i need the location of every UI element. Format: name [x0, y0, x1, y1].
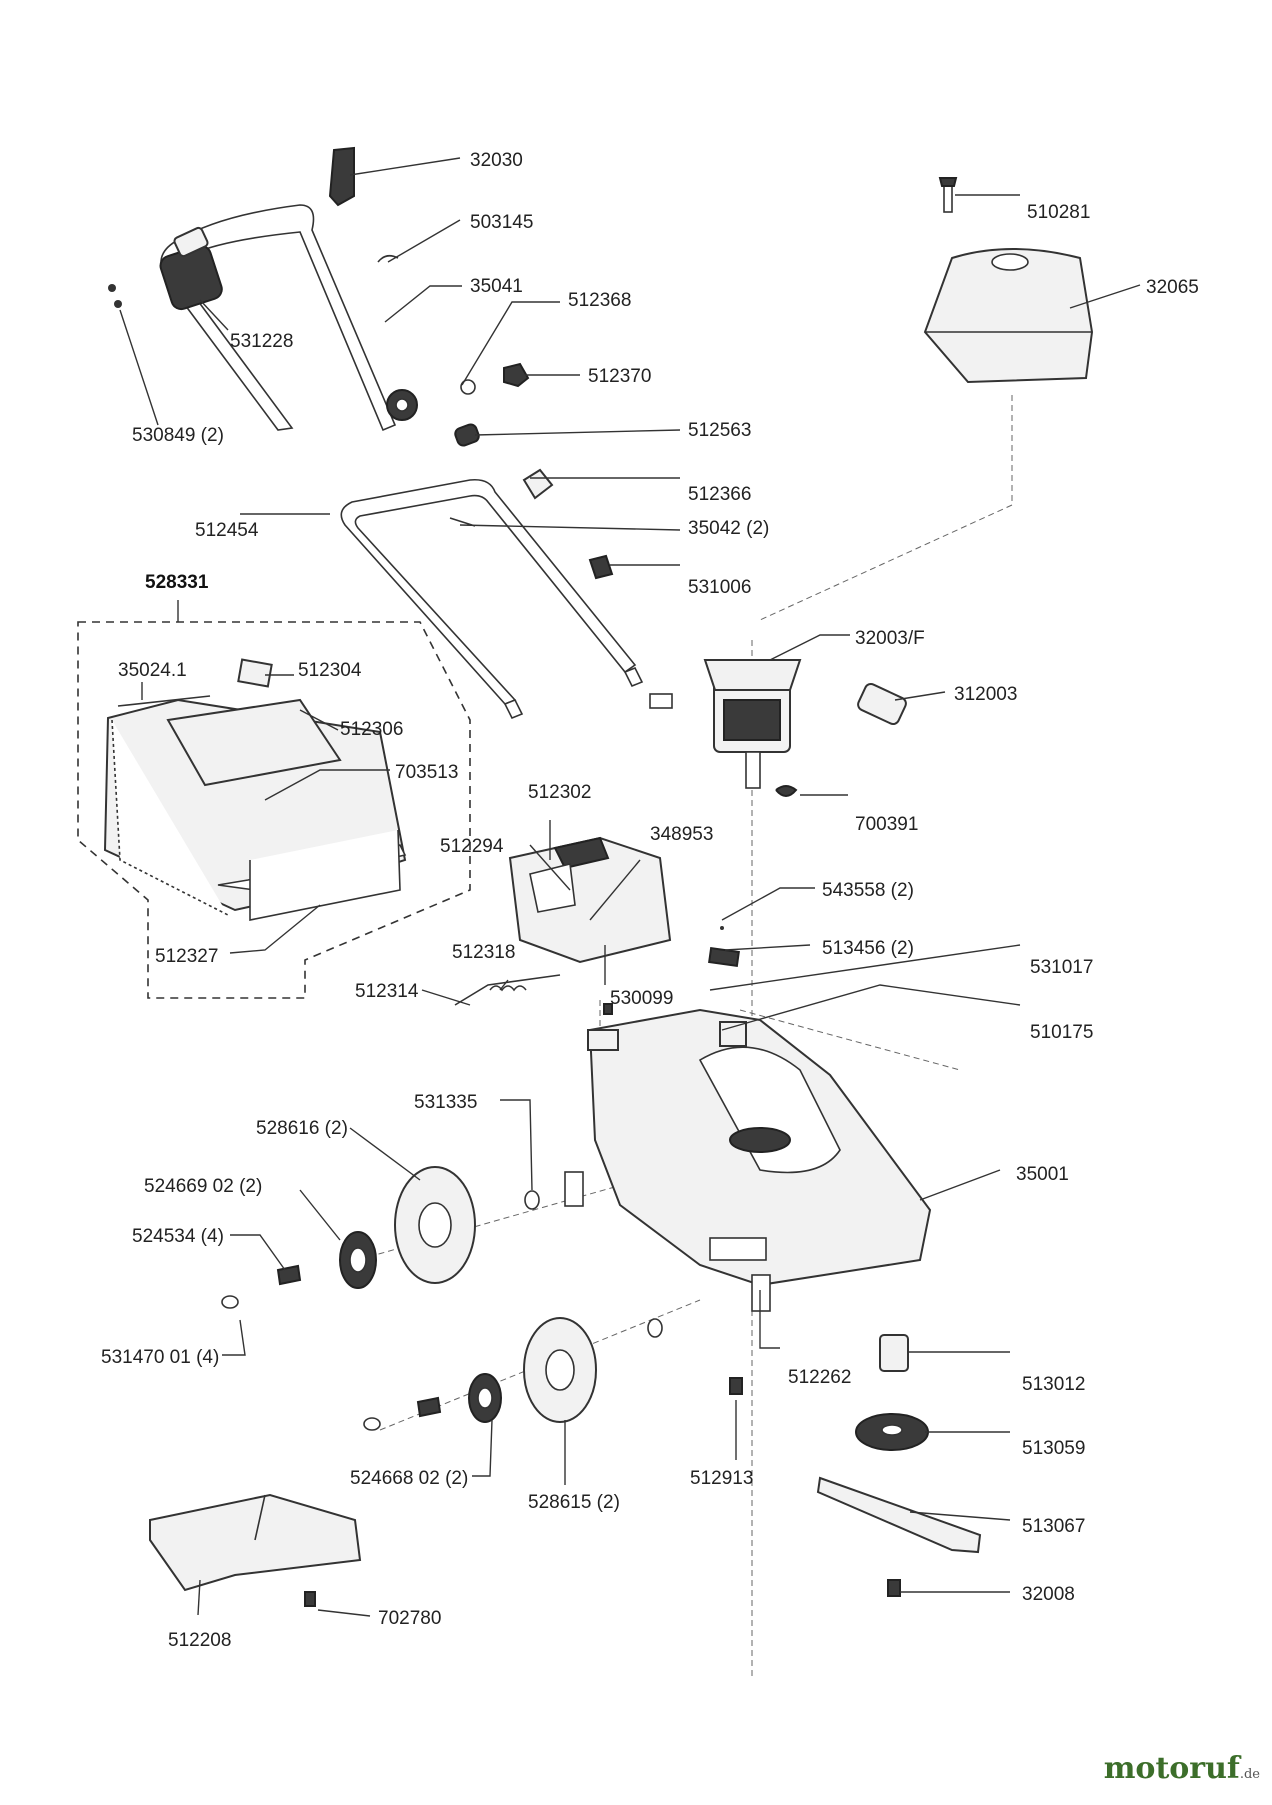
- label-512454: 512454: [195, 520, 259, 541]
- blade-assembly: [729, 1334, 982, 1597]
- label-528616: 528616 (2): [256, 1118, 348, 1139]
- label-702780: 702780: [378, 1608, 441, 1629]
- flap-screw: [304, 1591, 316, 1607]
- label-512314: 512314: [355, 981, 419, 1002]
- label-512368: 512368: [568, 290, 631, 311]
- connector: [649, 693, 673, 709]
- label-35001: 35001: [1016, 1164, 1069, 1185]
- label-510175: 510175: [1030, 1022, 1093, 1043]
- watermark-logo: motoruf.de: [1104, 1751, 1260, 1786]
- label-700391: 700391: [855, 814, 918, 835]
- grass-catcher-group: [77, 621, 471, 999]
- motor-assembly: [649, 659, 907, 797]
- label-524669: 524669 02 (2): [144, 1176, 262, 1197]
- label-32003F: 32003/F: [855, 628, 925, 649]
- label-528615: 528615 (2): [528, 1492, 620, 1513]
- watermark-tld: .de: [1239, 1767, 1260, 1782]
- label-703513: 703513: [395, 762, 458, 783]
- brush-holder: [857, 682, 907, 726]
- spring: [454, 423, 480, 447]
- height-adjuster: [454, 836, 672, 1006]
- mower-deck: [564, 926, 932, 1312]
- rear-axle-bolt: [276, 1264, 302, 1286]
- bracket: [564, 1171, 584, 1207]
- catcher-clip: [237, 658, 273, 688]
- label-512327: 512327: [155, 946, 218, 967]
- blade-bolt: [887, 1579, 901, 1597]
- wheels: [221, 1166, 663, 1431]
- label-512304: 512304: [298, 660, 362, 681]
- upper-handle: [108, 146, 530, 447]
- handle-nut: [588, 554, 614, 580]
- label-531006: 531006: [688, 577, 751, 598]
- front-axle-bolt: [416, 1396, 442, 1418]
- leader-lines: [119, 157, 1141, 1617]
- rear-flap: [709, 1237, 767, 1261]
- motor-cover: [923, 177, 1094, 384]
- motor-winding: [723, 699, 781, 741]
- label-512563: 512563: [688, 420, 751, 441]
- lower-handle: [340, 468, 644, 720]
- blade-adapter: [879, 1334, 909, 1372]
- label-35024-1: 35024.1: [118, 660, 187, 681]
- label-510281: 510281: [1027, 202, 1090, 223]
- discharge-flap: [149, 1493, 362, 1607]
- label-513059: 513059: [1022, 1438, 1085, 1459]
- label-32008: 32008: [1022, 1584, 1075, 1605]
- axle-pin: [729, 1377, 743, 1395]
- label-35042: 35042 (2): [688, 518, 769, 539]
- label-531228: 531228: [230, 331, 293, 352]
- handle-knob: [522, 468, 554, 500]
- label-348953: 348953: [650, 824, 713, 845]
- label-524534: 524534 (4): [132, 1226, 224, 1247]
- label-530849: 530849 (2): [132, 425, 224, 446]
- label-32030: 32030: [470, 150, 523, 171]
- label-530099: 530099: [610, 988, 673, 1009]
- label-513012: 513012: [1022, 1374, 1085, 1395]
- deck-clip: [587, 1029, 619, 1051]
- label-512262: 512262: [788, 1367, 851, 1388]
- cable-clip: [328, 146, 355, 207]
- label-32065: 32065: [1146, 277, 1199, 298]
- label-512306: 512306: [340, 719, 403, 740]
- label-543558: 543558 (2): [822, 880, 914, 901]
- label-531335: 531335: [414, 1092, 477, 1113]
- label-524668: 524668 02 (2): [350, 1468, 468, 1489]
- label-513456: 513456 (2): [822, 938, 914, 959]
- label-503145: 503145: [470, 212, 533, 233]
- label-512294: 512294: [440, 836, 504, 857]
- label-531017: 531017: [1030, 957, 1093, 978]
- label-512370: 512370: [588, 366, 651, 387]
- label-312003: 312003: [954, 684, 1017, 705]
- label-531470: 531470 01 (4): [101, 1347, 219, 1368]
- label-513067: 513067: [1022, 1516, 1085, 1537]
- clip-700391: [775, 785, 798, 797]
- label-512366: 512366: [688, 484, 751, 505]
- label-35041: 35041: [470, 276, 523, 297]
- label-512318: 512318: [452, 942, 515, 963]
- blade: [816, 1476, 982, 1554]
- part-labels: 32030 503145 35041 512368 531228 512370 …: [101, 150, 1199, 1651]
- label-512208: 512208: [168, 1630, 231, 1651]
- label-528331: 528331: [145, 572, 209, 593]
- watermark-brand: motoruf: [1103, 1751, 1240, 1786]
- wing-knob: [503, 362, 530, 388]
- label-512302: 512302: [528, 782, 591, 803]
- label-512913: 512913: [690, 1468, 753, 1489]
